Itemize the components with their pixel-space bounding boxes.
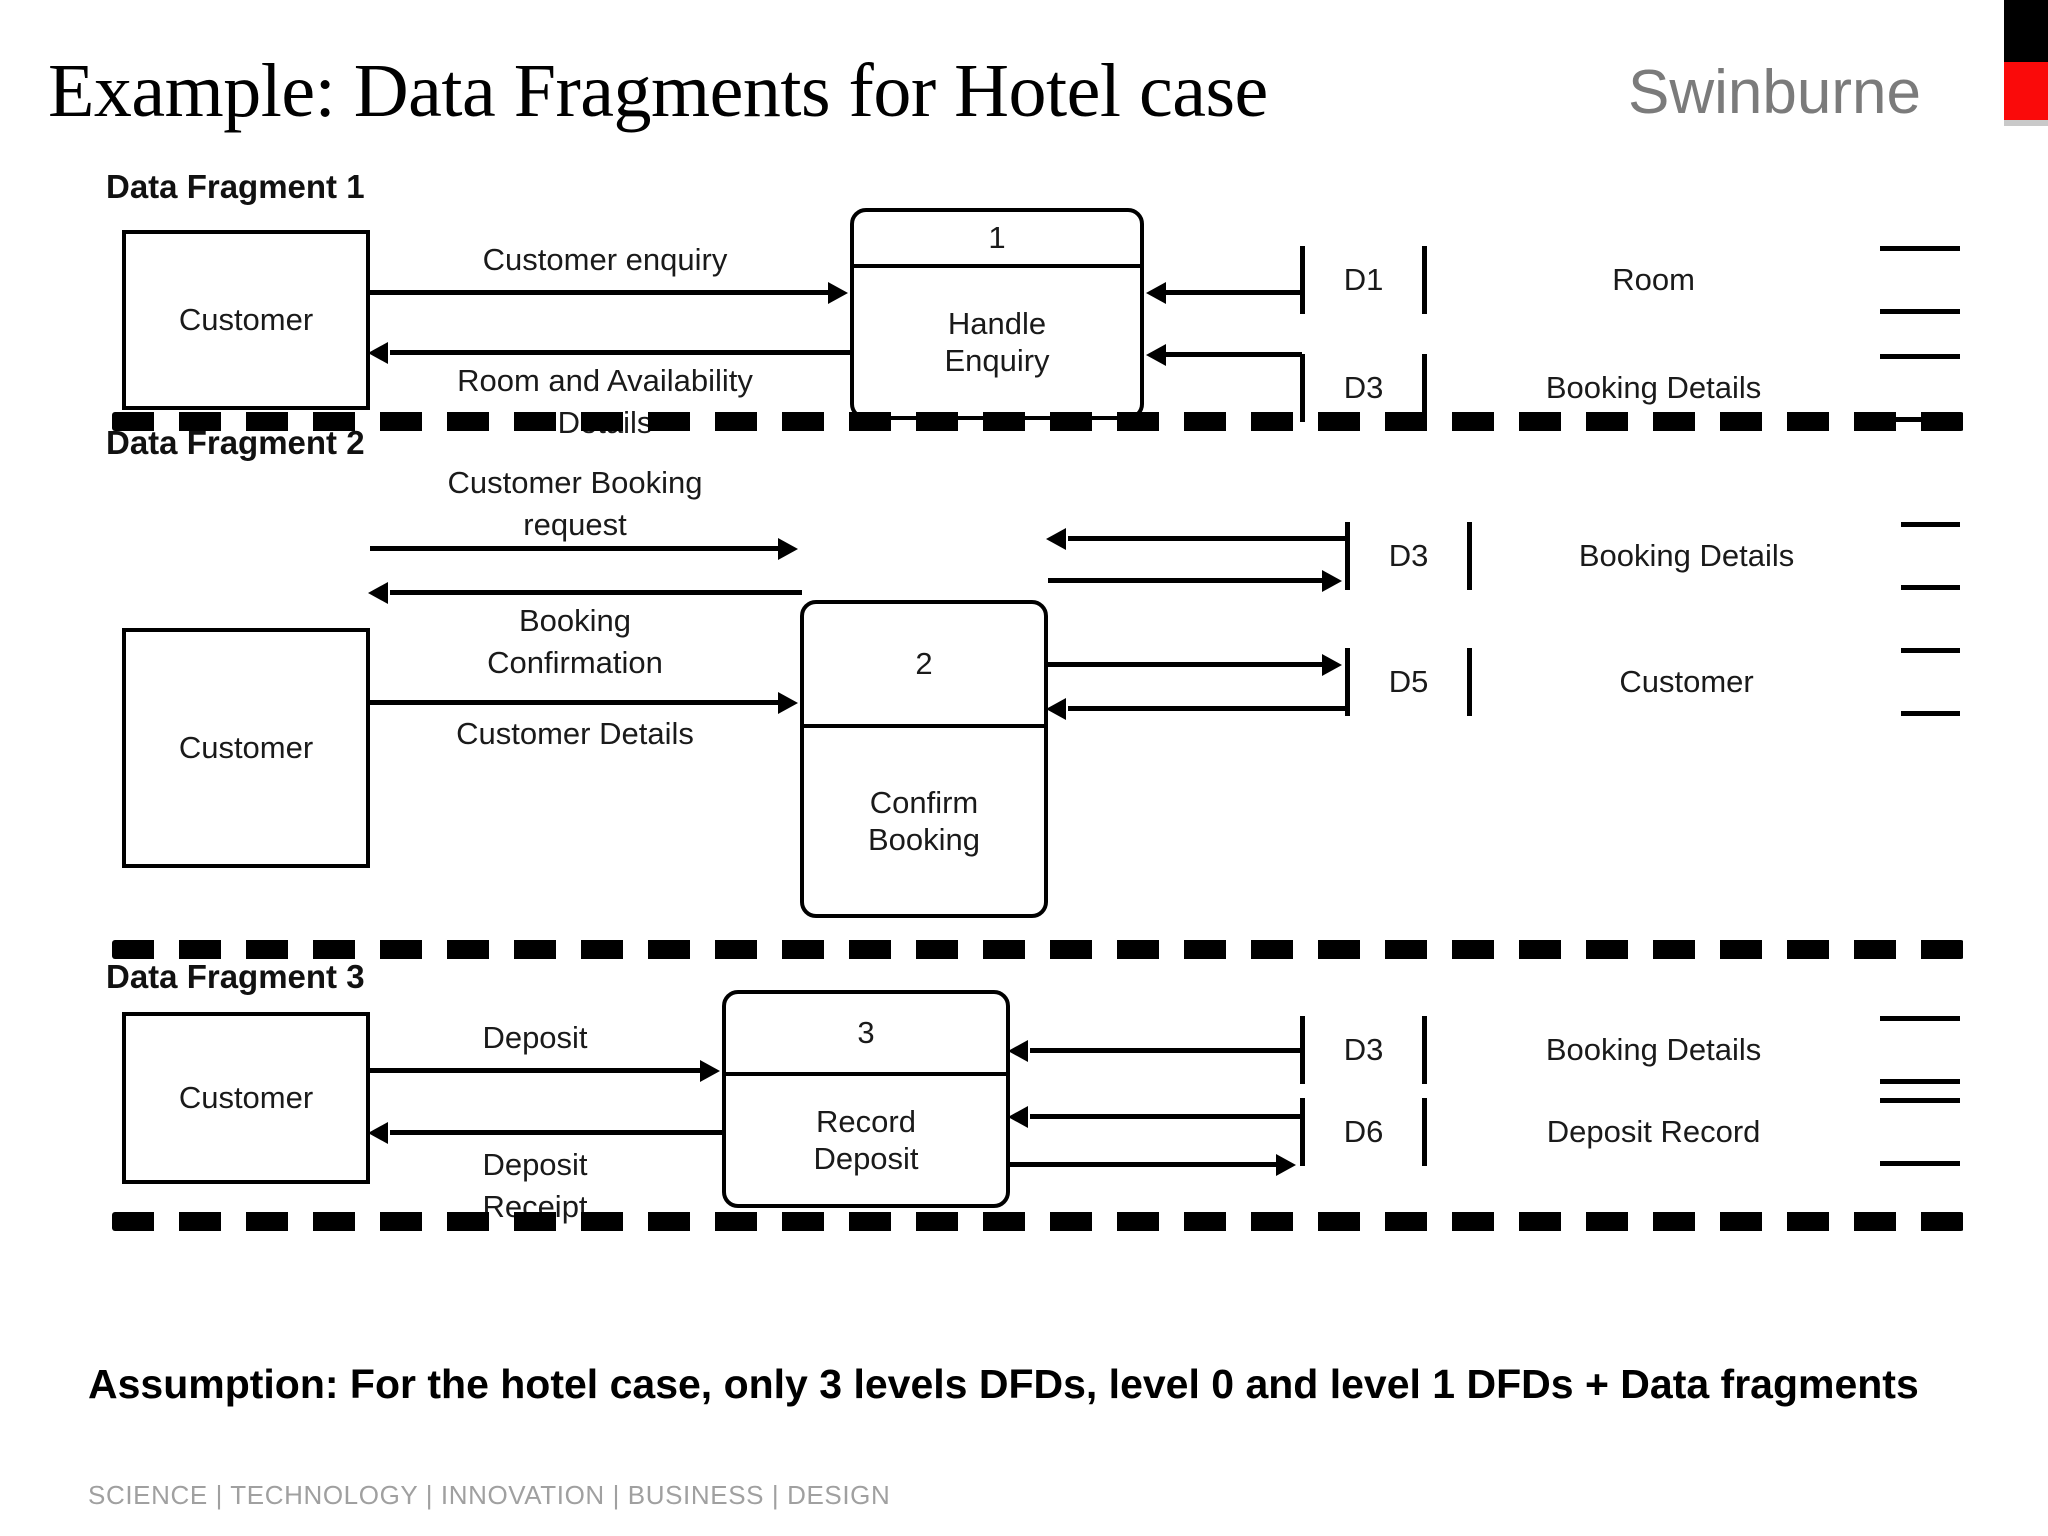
store-name: Booking Details: [1578, 538, 1795, 573]
flow-line-d3-to-process-3: [1030, 1048, 1302, 1053]
fragment-2-entity-customer: Customer: [122, 628, 370, 868]
logo-black-block: [2004, 0, 2048, 62]
store-box: D3 Booking Details: [1300, 354, 1880, 422]
process-number: 1: [854, 212, 1140, 268]
arrow-left-icon: [1008, 1106, 1028, 1128]
flow-label-customer-enquiry: Customer enquiry: [482, 242, 728, 277]
arrow-left-icon: [368, 582, 388, 604]
flow-label-booking-confirmation: Booking Confirmation: [487, 603, 663, 680]
process-number: 3: [726, 994, 1006, 1076]
fragment-2-process: 2 Confirm Booking: [800, 600, 1048, 918]
flow-label-deposit: Deposit: [482, 1020, 588, 1055]
entity-label: Customer: [178, 1080, 314, 1115]
flow-line-deposit-receipt: [390, 1130, 724, 1135]
page-title: Example: Data Fragments for Hotel case: [48, 49, 1268, 133]
arrow-left-icon: [1146, 282, 1166, 304]
arrow-left-icon: [1046, 528, 1066, 550]
flow-line-deposit: [370, 1068, 704, 1073]
brand-wordmark: Swinburne: [1628, 58, 1921, 127]
fragment-3-process: 3 Record Deposit: [722, 990, 1010, 1208]
logo-red-block: [2004, 62, 2048, 120]
flow-label-customer-details: Customer Details: [456, 716, 694, 751]
store-id: D6: [1305, 1098, 1428, 1166]
flow-label-customer-booking-request: Customer Booking request: [447, 465, 703, 542]
process-name: Handle Enquiry: [944, 306, 1050, 378]
fragment-1-label: Data Fragment 1: [106, 168, 365, 205]
flow-line-d3-to-process: [1166, 352, 1302, 357]
arrow-left-icon: [1046, 698, 1066, 720]
fragment-3-entity-customer: Customer: [122, 1012, 370, 1184]
entity-label: Customer: [178, 302, 314, 337]
flow-line-booking-confirmation: [390, 590, 802, 595]
arrow-left-icon: [368, 1122, 388, 1144]
store-id: D3: [1305, 1016, 1428, 1084]
store-box: D1 Room: [1300, 246, 1880, 314]
flow-line-customer-enquiry: [370, 290, 832, 295]
fragment-1-store-d3: D3 Booking Details: [1300, 354, 1960, 422]
arrow-right-icon: [778, 538, 798, 560]
arrow-right-icon: [828, 282, 848, 304]
process-name: Record Deposit: [813, 1104, 919, 1176]
arrow-right-icon: [700, 1060, 720, 1082]
process-name: Confirm Booking: [867, 785, 981, 857]
store-name: Booking Details: [1545, 1032, 1762, 1067]
dfd-data-fragments-diagram: Data Fragment 1 Customer 1 Handle Enquir…: [0, 150, 2048, 1310]
entity-label: Customer: [178, 730, 314, 765]
arrow-right-icon: [1322, 654, 1342, 676]
arrow-right-icon: [778, 692, 798, 714]
flow-line-d3-to-process-2: [1068, 536, 1348, 541]
fragment-1-process: 1 Handle Enquiry: [850, 208, 1144, 420]
assumption-text: Assumption: For the hotel case, only 3 l…: [88, 1361, 1919, 1407]
fragment-2-store-d5: D5 Customer: [1345, 648, 1960, 716]
store-box: D6 Deposit Record: [1300, 1098, 1880, 1166]
flow-line-customer-booking-request: [370, 546, 782, 551]
fragment-3-store-d3: D3 Booking Details: [1300, 1016, 1960, 1084]
fragment-1-entity-customer: Customer: [122, 230, 370, 410]
fragment-separator-3: [112, 1212, 1964, 1231]
store-box: D3 Booking Details: [1345, 522, 1901, 590]
flow-line-customer-details: [370, 700, 782, 705]
arrow-right-icon: [1322, 570, 1342, 592]
fragment-3-label: Data Fragment 3: [106, 958, 365, 995]
footer-tagline: SCIENCE | TECHNOLOGY | INNOVATION | BUSI…: [88, 1480, 891, 1510]
arrow-left-icon: [1146, 344, 1166, 366]
arrow-left-icon: [368, 342, 388, 364]
fragment-1-store-d1: D1 Room: [1300, 246, 1960, 314]
store-box: D5 Customer: [1345, 648, 1901, 716]
logo-shadow-strip: [2004, 120, 2048, 126]
swinburne-logo-icon: [2004, 0, 2048, 130]
process-number: 2: [804, 604, 1044, 728]
arrow-left-icon: [1008, 1040, 1028, 1062]
store-id: D1: [1305, 246, 1428, 314]
store-name: Booking Details: [1545, 370, 1762, 405]
flow-line-d5-to-process: [1068, 706, 1348, 711]
store-id: D3: [1305, 354, 1428, 422]
store-box: D3 Booking Details: [1300, 1016, 1880, 1084]
flow-label-room-availability: Room and Availability Details: [457, 363, 753, 440]
flow-line-d1-to-process: [1166, 290, 1302, 295]
store-id: D3: [1350, 522, 1473, 590]
store-name: Deposit Record: [1546, 1114, 1761, 1149]
flow-line-process-to-d6: [1010, 1162, 1280, 1167]
fragment-3-store-d6: D6 Deposit Record: [1300, 1098, 1960, 1166]
fragment-2-label: Data Fragment 2: [106, 424, 365, 461]
flow-line-process-to-d5: [1048, 662, 1326, 667]
store-id: D5: [1350, 648, 1473, 716]
flow-line-d6-to-process: [1030, 1114, 1302, 1119]
fragment-separator-2: [112, 940, 1964, 959]
fragment-separator-1: [112, 412, 1964, 431]
arrow-right-icon: [1276, 1154, 1296, 1176]
store-name: Customer: [1619, 664, 1754, 699]
flow-line-process-to-d3-2: [1048, 578, 1326, 583]
store-name: Room: [1612, 262, 1695, 297]
fragment-2-store-d3: D3 Booking Details: [1345, 522, 1960, 590]
flow-line-room-availability: [390, 350, 852, 355]
